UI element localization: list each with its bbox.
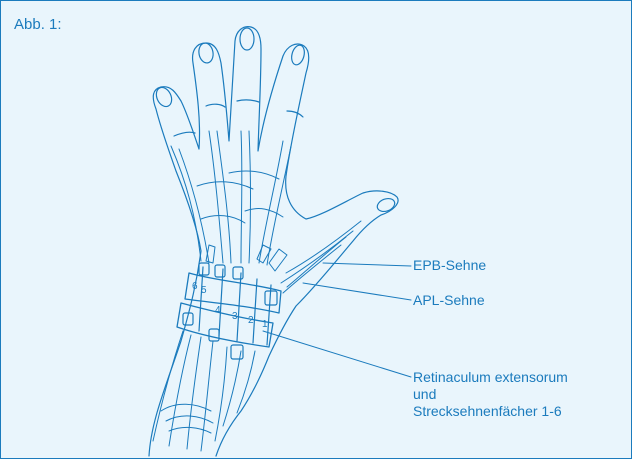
compartment-6: 6 — [192, 281, 198, 292]
compartment-5: 5 — [201, 285, 207, 296]
annotation-retinaculum-line3: Strecksehnenfächer 1-6 — [413, 403, 568, 420]
annotation-epb-tendon: EPB-Sehne — [413, 257, 486, 274]
compartment-4: 4 — [215, 305, 221, 316]
compartment-2: 2 — [248, 315, 254, 326]
compartment-1: 1 — [262, 319, 268, 330]
annotation-retinaculum-line2: und — [413, 386, 568, 403]
annotation-retinaculum-line1: Retinaculum extensorum — [413, 369, 568, 386]
compartment-3: 3 — [232, 311, 238, 322]
annotation-apl-tendon: APL-Sehne — [413, 292, 485, 309]
annotation-retinaculum: Retinaculum extensorum und Strecksehnenf… — [413, 369, 568, 420]
